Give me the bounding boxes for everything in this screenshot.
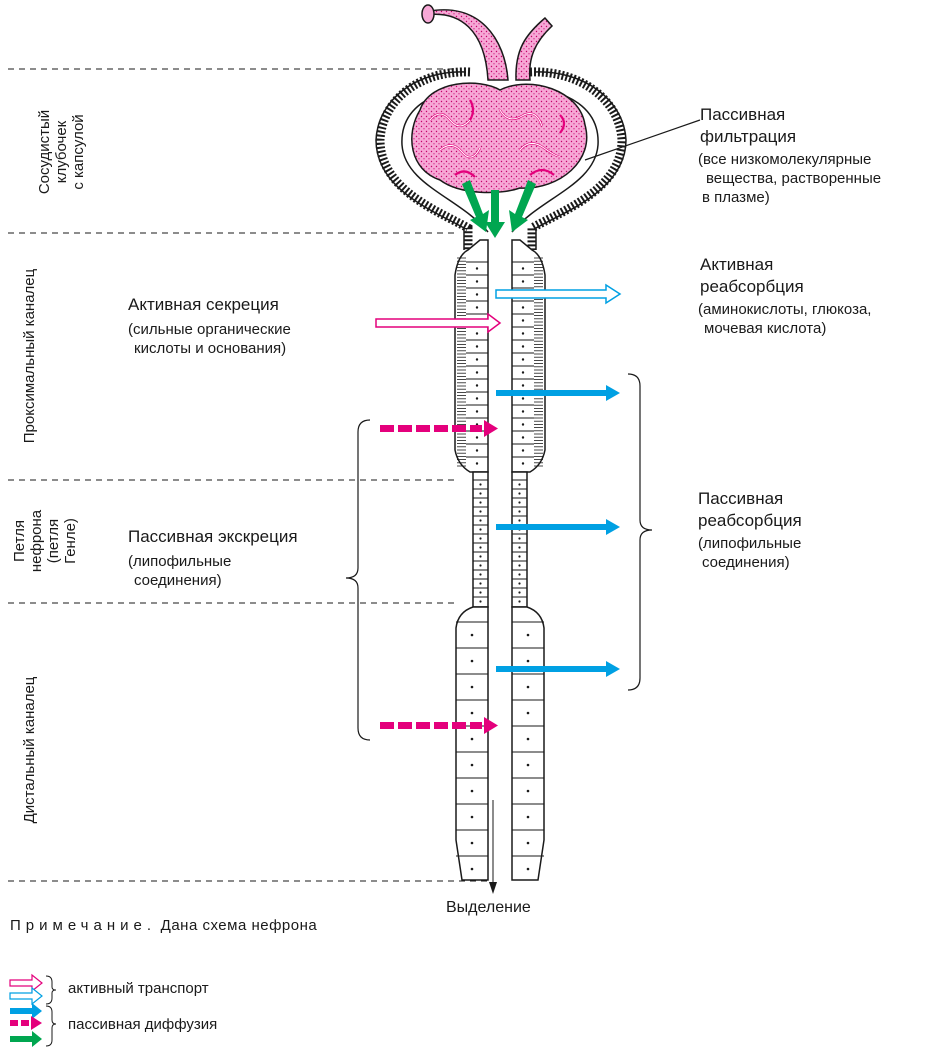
note-text: Дана схема нефрона [161,917,318,934]
passive-excretion-title: Пассивная экскреция [128,526,298,548]
active-secretion-detail: (сильные органические кислоты и основани… [128,320,291,358]
segment-label-proximal: Проксимальный каналец [21,236,41,476]
passive-reabsorption-detail: (липофильные соединения) [698,534,801,572]
segment-line: с капсулой [70,82,87,222]
segment-line: клубочек [53,82,70,222]
segment-label-glomerulus: Сосудистый клубочек с капсулой [36,82,96,222]
passive-reabsorption-title: Пассивная реабсорбция [698,488,802,532]
passive-filtration-detail: (все низкомолекулярные вещества, раствор… [698,150,881,207]
passive-excretion-detail: (липофильные соединения) [128,552,231,590]
legend-active-label: активный транспорт [68,980,209,997]
segment-label-distal: Дистальный каналец [21,660,41,840]
diagram-note: Примечание. Дана схема нефрона [10,917,317,934]
legend-icons [10,975,56,1047]
excretion-arrow [489,800,497,894]
right-brace [628,374,652,690]
left-brace [346,420,370,740]
segment-line: Генле) [62,501,79,581]
segment-label-loop: Петля нефрона (петля Генле) [11,501,83,581]
filtration-pointer [585,120,700,160]
segment-line: Сосудистый [36,82,53,222]
active-reabsorption-detail: (аминокислоты, глюкоза, мочевая кислота) [698,300,871,338]
segment-line: Петля [11,501,28,581]
excretion-label: Выделение [446,898,531,917]
glomerulus [412,83,587,192]
passive-filtration-title: Пассивная фильтрация [700,104,796,148]
active-secretion-title: Активная секреция [128,294,279,316]
legend-passive-label: пассивная диффузия [68,1016,217,1033]
segment-line: (петля [45,501,62,581]
segment-line: Дистальный каналец [21,660,38,840]
note-prefix: Примечание. [10,917,156,934]
active-reabsorption-title: Активная реабсорбция [700,254,804,298]
segment-line: нефрона [28,501,45,581]
segment-line: Проксимальный каналец [21,236,38,476]
tubule [455,240,545,880]
